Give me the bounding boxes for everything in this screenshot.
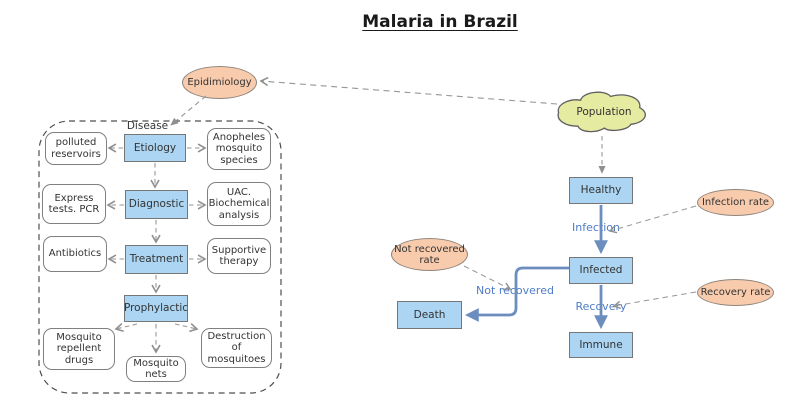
detail-supportive-therapy: Supportive therapy (207, 238, 271, 274)
state-death: Death (397, 301, 462, 329)
disease-label: Disease (126, 120, 169, 132)
detail-uac-biochemical-analysis: UAC. Biochemical analysis (207, 182, 271, 226)
detail-mosquito-repellent-drugs: Mosquito repellent drugs (43, 328, 115, 370)
not-recovered-rate-ellipse: Not recovered rate (391, 238, 468, 271)
recovery-flow-label: Recovery (575, 300, 627, 313)
arrow-epidemiology-to-disease-panel (170, 95, 207, 126)
population-cloud-label: Population (576, 106, 632, 118)
infection-flow-label: Infection (572, 221, 620, 234)
recovery-rate-ellipse: Recovery rate (697, 279, 774, 306)
arrow-prophylactic-to-repellent-drugs (114, 322, 138, 333)
epidemiology-ellipse: Epidimiology (182, 66, 257, 99)
detail-antibiotics: Antibiotics (43, 236, 107, 272)
not-recovered-flow-label: Not recovered (476, 284, 554, 297)
detail-express-tests-pcr: Express tests. PCR (42, 184, 106, 224)
stage-treatment: Treatment (125, 245, 188, 274)
infection-rate-ellipse: Infection rate (697, 189, 774, 216)
detail-anopheles-mosquito-species: Anopheles mosquito species (207, 128, 271, 170)
state-infected: Infected (569, 257, 633, 284)
arrow-population-to-epidemiology (259, 76, 558, 105)
state-healthy: Healthy (569, 177, 633, 204)
stage-etiology: Etiology (124, 134, 186, 162)
state-immune: Immune (569, 332, 633, 358)
detail-mosquito-nets: Mosquito nets (126, 356, 186, 382)
page-title: Malaria in Brazil (362, 12, 518, 32)
arrow-prophylactic-to-destruction (174, 323, 199, 333)
stage-diagnostic: Diagnostic (125, 190, 188, 219)
detail-polluted-reservoirs: polluted reservoirs (45, 132, 107, 165)
detail-destruction-of-mosquitoes: Destruction of mosquitoes (201, 328, 272, 368)
stage-prophylactic: Prophylactic (124, 295, 188, 322)
